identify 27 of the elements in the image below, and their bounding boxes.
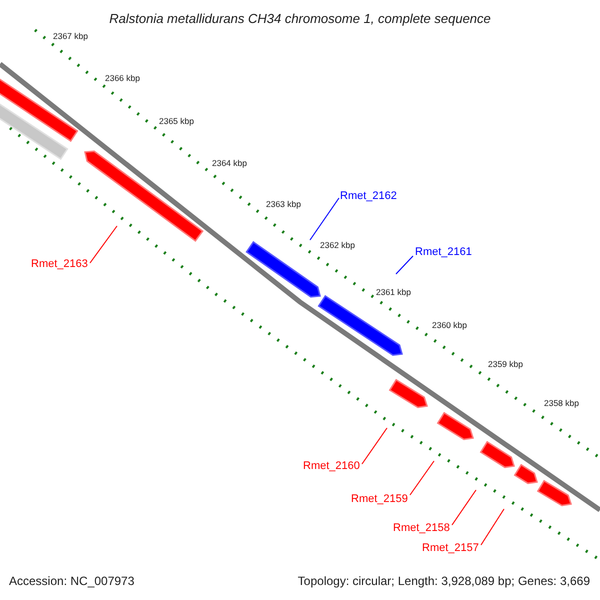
- position-label: 2367 kbp: [53, 31, 88, 41]
- leader-line: [362, 428, 388, 464]
- gene-label: Rmet_2157: [422, 542, 479, 555]
- position-label: 2362 kbp: [320, 240, 355, 250]
- position-label: 2366 kbp: [105, 73, 140, 83]
- footer-text: Topology: circular; Length: 3,928,089 bp; Genes: 3,669: [298, 574, 590, 588]
- position-label: 2363 kbp: [266, 199, 301, 209]
- position-label: 2361 kbp: [376, 287, 411, 297]
- gene-label: Rmet_2159: [351, 493, 408, 506]
- chart-title: Ralstonia metallidurans CH34 chromosome 1, complete sequence: [108, 10, 492, 28]
- leader-line: [90, 226, 118, 264]
- position-label: 2360 kbp: [432, 320, 467, 330]
- position-label: 2364 kbp: [212, 158, 247, 168]
- gene-label: Rmet_2161: [415, 246, 472, 259]
- leader-line: [410, 460, 434, 496]
- leader-line: [310, 198, 340, 240]
- gene-label: Rmet_2163: [31, 258, 88, 271]
- leader-line: [452, 490, 476, 526]
- gene-label: Rmet_2158: [393, 522, 450, 535]
- position-label: 2359 kbp: [488, 359, 523, 369]
- gene-label: Rmet_2162: [340, 190, 397, 203]
- leader-line: [480, 508, 504, 546]
- leader-line: [396, 256, 414, 274]
- position-label: 2358 kbp: [544, 398, 579, 408]
- gene-label: Rmet_2160: [303, 460, 360, 473]
- position-label: 2365 kbp: [159, 116, 194, 126]
- footer-text: Accession: NC_007973: [9, 574, 134, 588]
